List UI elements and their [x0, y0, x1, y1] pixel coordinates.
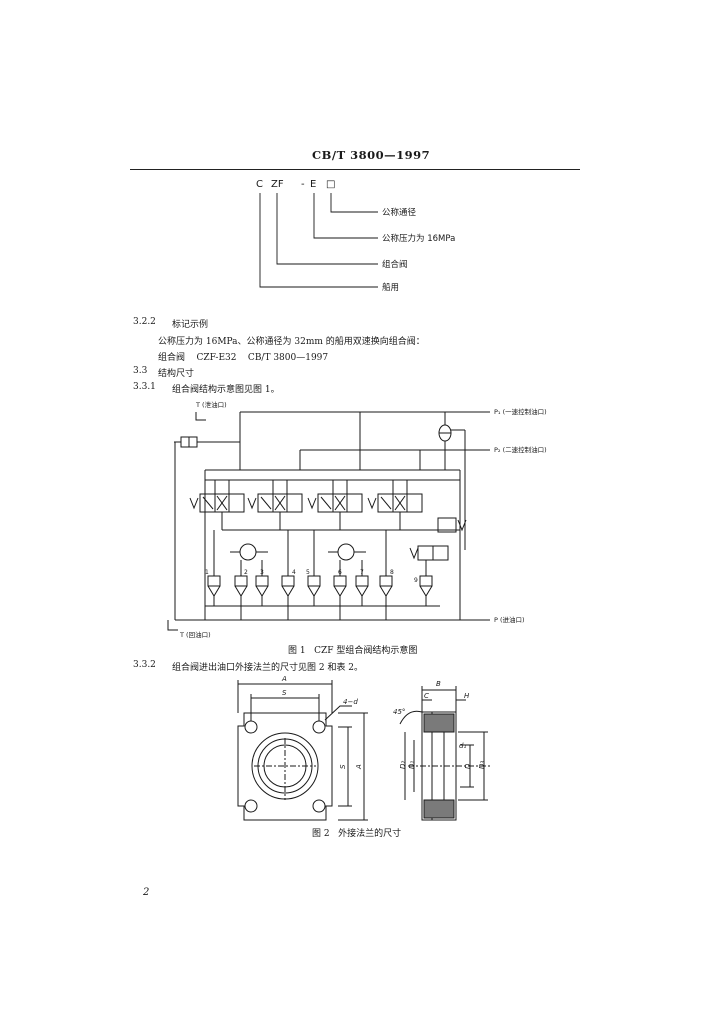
- section-3-2-2-heading: 标记示例: [172, 320, 209, 330]
- figure1-caption: 图 1 CZF 型组合阀结构示意图: [288, 646, 418, 656]
- fig2-dim-d3: D₃: [478, 761, 486, 769]
- designation-code-box: □: [326, 179, 335, 190]
- designation-code-c: C: [256, 179, 263, 190]
- fig1-number-5: 5: [306, 569, 310, 576]
- fig1-port-p1: P₁ (一速控制油口): [494, 407, 547, 416]
- fig1-port-p-in: P (进油口): [494, 615, 525, 624]
- section-3-3-number: 3.3: [133, 366, 148, 376]
- designation-label-marine: 船用: [382, 282, 399, 293]
- designation-label-bore: 公称通径: [382, 207, 417, 218]
- fig2-dim-a-top: A: [281, 675, 287, 683]
- fig1-port-t-top: T (泄油口): [195, 400, 227, 409]
- fig2-dim-d2: D₂: [399, 761, 407, 769]
- section-3-3-heading: 结构尺寸: [158, 369, 195, 379]
- fig2-dim-s-right: S: [339, 764, 347, 769]
- fig1-number-9: 9: [414, 577, 418, 584]
- valve-block-3: [307, 493, 363, 513]
- fig2-dim-d1-small: d₁: [459, 742, 466, 750]
- header-rule: [130, 169, 580, 170]
- designation-code-e: E: [310, 179, 316, 190]
- fig2-dim-d1-left: D₁: [408, 761, 416, 769]
- fig2-dim-chamfer: 45°: [393, 708, 405, 716]
- fig1-number-7: 7: [360, 569, 364, 576]
- section-3-2-2-line1: 公称压力为 16MPa、公称通径为 32mm 的船用双速换向组合阀：: [158, 337, 425, 347]
- figure2-caption: 图 2 外接法兰的尺寸: [312, 829, 402, 839]
- fig1-number-1: 1: [205, 569, 209, 576]
- section-3-3-2-number: 3.3.2: [133, 660, 156, 670]
- fig1-number-2: 2: [244, 569, 248, 576]
- designation-code-dash: -: [301, 179, 305, 190]
- fig1-port-t-bottom: T (回油口): [179, 630, 211, 639]
- fig2-dim-c: C: [424, 692, 429, 700]
- section-3-3-1-text: 组合阀结构示意图见图 1。: [172, 385, 280, 395]
- fig1-number-6: 6: [338, 569, 342, 576]
- fig1-number-3: 3: [260, 569, 264, 576]
- fig1-number-8: 8: [390, 569, 394, 576]
- fig1-port-p2: P₂ (二速控制油口): [494, 445, 547, 454]
- page-number: 2: [143, 887, 150, 898]
- fig2-dim-hole: 4−d: [343, 698, 358, 706]
- designation-label-pressure: 公称压力为 16MPa: [382, 233, 455, 244]
- valve-block-1: [189, 493, 245, 513]
- section-3-3-1-number: 3.3.1: [133, 382, 156, 392]
- header-title: CB/T 3800—1997: [312, 148, 431, 162]
- fig1-number-4: 4: [292, 569, 296, 576]
- fig2-dim-a-right: A: [355, 764, 363, 770]
- fig2-dim-b: B: [436, 680, 441, 688]
- designation-code-zf: ZF: [271, 179, 284, 190]
- fig2-dim-h: H: [464, 692, 470, 700]
- section-3-3-2-text: 组合阀进出油口外接法兰的尺寸见图 2 和表 2。: [172, 663, 364, 673]
- fig2-dim-d: D: [464, 763, 472, 769]
- designation-label-combined: 组合阀: [382, 259, 408, 270]
- section-3-2-2-number: 3.2.2: [133, 317, 156, 327]
- fig2-dim-s-top: S: [282, 689, 287, 697]
- section-3-2-2-line2: 组合阀 CZF-E32 CB/T 3800—1997: [158, 353, 329, 363]
